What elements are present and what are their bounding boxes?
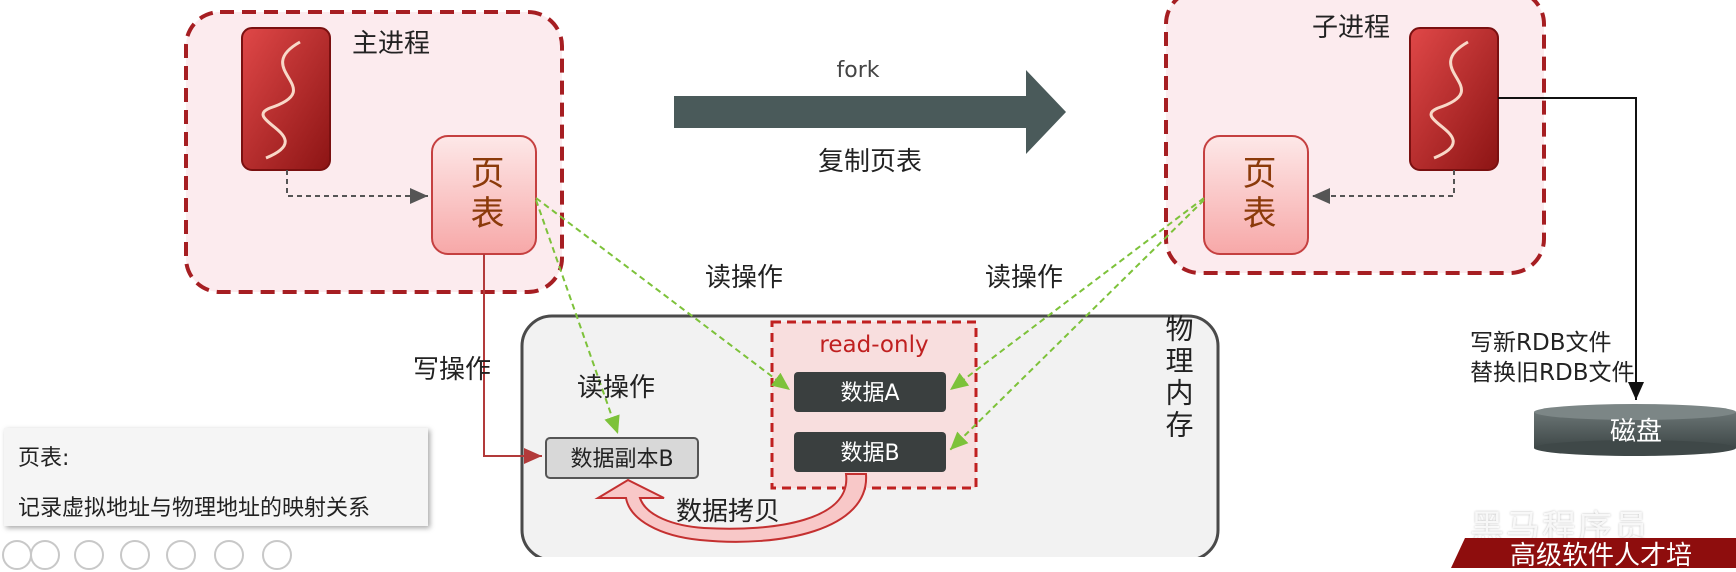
fork-label: fork	[837, 58, 880, 83]
page-table-right	[1203, 135, 1309, 255]
copy-page-table-label: 复制页表	[818, 147, 922, 177]
main-process-icon	[241, 27, 331, 171]
main-process-label: 主进程	[352, 29, 430, 59]
write-op-label: 写操作	[413, 355, 491, 385]
data-b-label: 数据B	[840, 441, 899, 466]
read-arrow-left-to-copy-b	[535, 199, 620, 435]
read-arrow-right-to-data-a	[949, 197, 1205, 391]
slideshow-zoom-icon[interactable]	[120, 540, 150, 570]
slideshow-pen-icon[interactable]	[30, 540, 60, 570]
replace-rdb-label: 替换旧RDB文件	[1470, 360, 1634, 386]
data-copy-arrow	[594, 473, 868, 543]
data-copy-b-label: 数据副本B	[570, 447, 673, 472]
fork-arrow	[674, 70, 1066, 154]
note-panel: 页表: 记录虚拟地址与物理地址的映射关系	[4, 428, 428, 526]
read-op-right-label: 读操作	[985, 263, 1063, 293]
read-op-inner-label: 读操作	[577, 373, 655, 403]
slideshow-prev-icon[interactable]	[2, 540, 32, 570]
child-process-label: 子进程	[1312, 13, 1390, 43]
slideshow-more-icon[interactable]	[262, 540, 292, 570]
data-a-box	[794, 372, 946, 412]
page-table-right-label: 页表	[1236, 155, 1276, 235]
data-b-box	[794, 432, 946, 472]
main-process-to-page-table-arrow	[286, 170, 428, 204]
read-arrow-left-to-data-a	[535, 197, 791, 391]
note-title: 页表:	[18, 446, 70, 471]
child-to-disk-arrow	[1498, 97, 1644, 400]
data-copy-b-box	[545, 437, 699, 479]
child-process-to-page-table-arrow	[1312, 170, 1455, 204]
data-copy-label: 数据拷贝	[676, 497, 780, 527]
physical-memory-label: 物理内存	[1162, 314, 1195, 442]
write-arrow	[483, 254, 542, 464]
slideshow-notes-icon[interactable]	[74, 540, 104, 570]
read-only-label: read-only	[819, 332, 928, 358]
slideshow-screen-icon[interactable]	[166, 540, 196, 570]
read-op-left-label: 读操作	[705, 263, 783, 293]
note-text: 记录虚拟地址与物理地址的映射关系	[18, 496, 371, 521]
disk-label: 磁盘	[1610, 417, 1662, 447]
data-a-label: 数据A	[840, 381, 899, 406]
copy-on-write-diagram: 主进程 子进程 页表 页表 fork 复制页表 物理内存 read-only 数…	[184, 0, 1736, 557]
child-process-icon	[1409, 27, 1499, 171]
slideshow-video-icon[interactable]	[214, 540, 244, 570]
footer-banner-text: 高级软件人才培	[1510, 541, 1693, 571]
disk-icon	[1534, 404, 1736, 456]
page-table-left-label: 页表	[464, 155, 504, 235]
write-rdb-label: 写新RDB文件	[1470, 330, 1611, 356]
